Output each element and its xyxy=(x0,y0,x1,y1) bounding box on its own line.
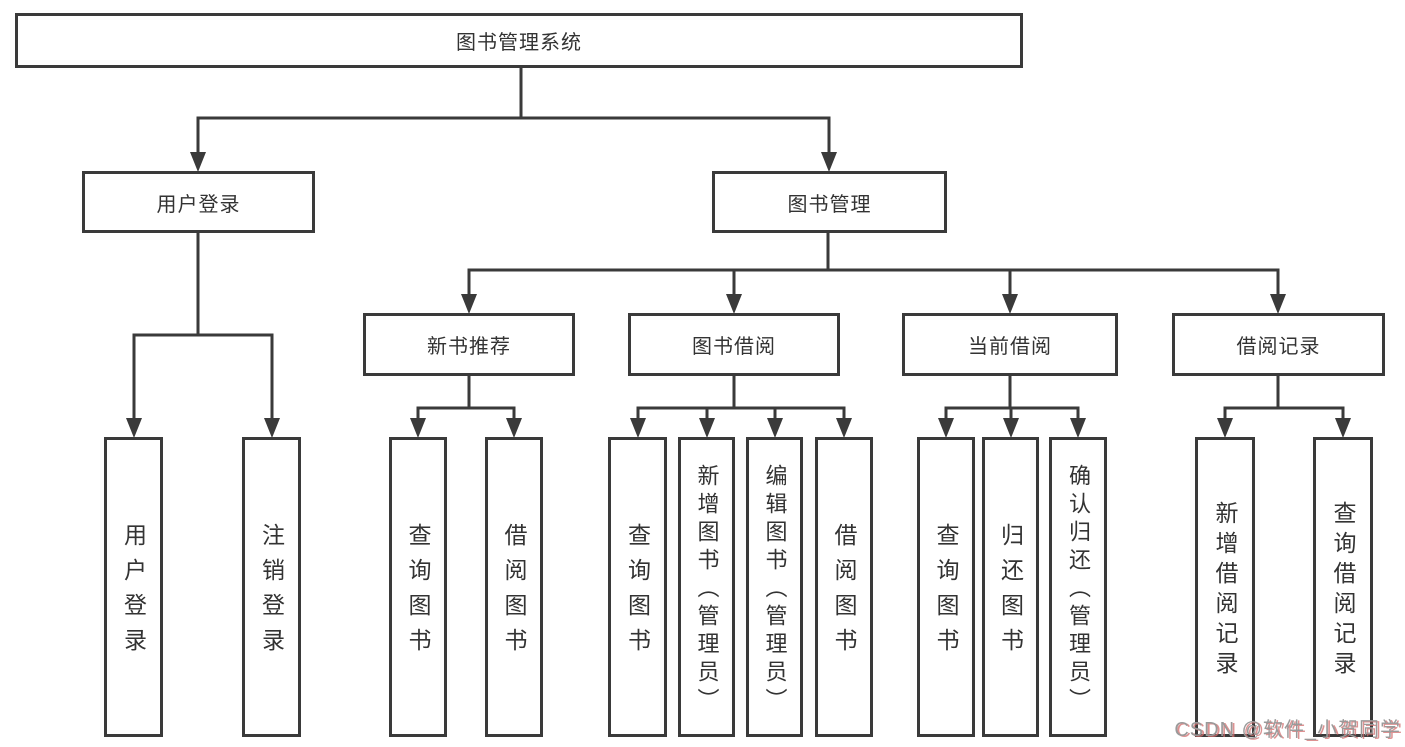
leaf-logout: 注销登录 xyxy=(242,437,301,737)
node-book-management-label: 图书管理 xyxy=(787,193,872,216)
leaf-add-borrow-record: 新增借阅记录 xyxy=(1195,437,1255,737)
csdn-watermark: CSDN @软件_小贺同学 xyxy=(1174,719,1401,741)
leaf-query-borrow-record-label: 查询借阅记录 xyxy=(1330,500,1356,681)
leaf-recommend-query-books-label: 查询图书 xyxy=(405,523,431,663)
leaf-recommend-borrow-books: 借阅图书 xyxy=(485,437,543,737)
leaf-return-books: 归还图书 xyxy=(982,437,1039,737)
node-user-login: 用户登录 xyxy=(82,171,315,233)
node-borrow-records: 借阅记录 xyxy=(1172,313,1385,376)
node-borrow-records-label: 借阅记录 xyxy=(1236,336,1321,358)
leaf-add-borrow-record-label: 新增借阅记录 xyxy=(1212,500,1238,681)
leaf-edit-book-admin-label: 编辑图书（管理员） xyxy=(762,464,788,716)
leaf-confirm-return-admin: 确认归还（管理员） xyxy=(1049,437,1107,737)
leaf-current-query-books: 查询图书 xyxy=(917,437,975,737)
leaf-user-login: 用户登录 xyxy=(104,437,163,737)
node-book-borrowing: 图书借阅 xyxy=(628,313,840,376)
node-system-root-label: 图书管理系统 xyxy=(456,32,582,54)
node-current-borrowing: 当前借阅 xyxy=(902,313,1118,376)
leaf-edit-book-admin: 编辑图书（管理员） xyxy=(746,437,803,737)
leaf-query-borrow-record: 查询借阅记录 xyxy=(1313,437,1373,737)
leaf-logout-label: 注销登录 xyxy=(258,523,285,663)
leaf-user-login-label: 用户登录 xyxy=(120,523,147,663)
node-new-book-recommend-label: 新书推荐 xyxy=(427,336,511,358)
node-user-login-label: 用户登录 xyxy=(156,193,241,216)
leaf-borrowing-borrow-books: 借阅图书 xyxy=(815,437,873,737)
leaf-add-book-admin: 新增图书（管理员） xyxy=(678,437,735,737)
leaf-borrowing-borrow-books-label: 借阅图书 xyxy=(831,523,857,663)
leaf-borrowing-query-books-label: 查询图书 xyxy=(624,523,651,663)
node-system-root: 图书管理系统 xyxy=(15,13,1023,68)
leaf-add-book-admin-label: 新增图书（管理员） xyxy=(694,464,720,716)
leaf-recommend-borrow-books-label: 借阅图书 xyxy=(501,523,527,663)
node-current-borrowing-label: 当前借阅 xyxy=(968,336,1052,358)
leaf-borrowing-query-books: 查询图书 xyxy=(608,437,667,737)
leaf-confirm-return-admin-label: 确认归还（管理员） xyxy=(1066,464,1091,716)
leaf-current-query-books-label: 查询图书 xyxy=(933,523,959,663)
leaf-return-books-label: 归还图书 xyxy=(997,523,1024,663)
leaf-recommend-query-books: 查询图书 xyxy=(389,437,447,737)
node-new-book-recommend: 新书推荐 xyxy=(363,313,575,376)
node-book-borrowing-label: 图书借阅 xyxy=(692,336,776,358)
node-book-management: 图书管理 xyxy=(712,171,947,233)
